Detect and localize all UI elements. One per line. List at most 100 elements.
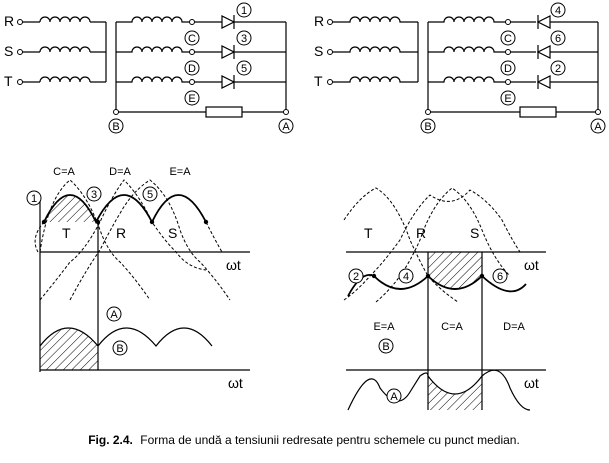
left-point-5-circle	[142, 186, 158, 202]
left-load-resistor	[205, 106, 243, 118]
left-node-c-label: C	[188, 33, 196, 45]
right-terminal-r	[327, 19, 333, 25]
left-terminal-s	[17, 49, 23, 55]
right-dashed-phase-s	[343, 189, 521, 301]
left-upper-axis-label: ωt	[226, 257, 241, 273]
left-phase-label-r: R	[4, 13, 14, 29]
left-phase-s-label: S	[168, 225, 177, 241]
left-secondary-coil-2	[116, 46, 222, 53]
right-commutation-dot-6	[479, 273, 485, 279]
left-terminal-r	[17, 19, 23, 25]
left-commutation-dot-3	[95, 219, 101, 225]
left-phase-t-label: T	[62, 225, 71, 241]
right-point-6-label: 6	[497, 271, 503, 283]
right-dashed-phase-t	[343, 187, 459, 303]
right-lower-hatched-area	[428, 376, 482, 410]
left-point-3-circle	[86, 186, 102, 202]
left-diode-5-circle	[236, 60, 252, 76]
left-point-1-circle	[26, 190, 42, 206]
right-equation-d-a: D=A	[503, 321, 525, 333]
right-phase-t-label: T	[364, 225, 373, 241]
right-point-2-circle	[348, 268, 364, 284]
left-rectified-envelope	[43, 194, 207, 225]
right-lower-a-label: A	[390, 391, 398, 403]
right-node-d-circle	[500, 60, 516, 76]
left-primary-coil-s	[22, 46, 106, 53]
right-equation-c-a: C=A	[441, 321, 463, 333]
left-dashed-phase-t	[34, 179, 151, 301]
left-node-point-top	[189, 19, 195, 25]
right-secondary-coil-2	[428, 46, 536, 53]
left-node-b-circle	[108, 118, 124, 134]
left-diode-5	[221, 75, 286, 89]
right-equation-e-a: E=A	[373, 321, 395, 333]
left-diode-5-label: 5	[241, 63, 247, 75]
right-lower-rectified-wave	[347, 369, 531, 411]
left-node-e-circle	[184, 90, 200, 106]
left-commutation-dot-5	[149, 219, 155, 225]
right-lower-a-circle	[386, 388, 402, 404]
right-node-c-circle	[500, 30, 516, 46]
right-lower-b-circle	[378, 338, 394, 354]
left-node-a-label: A	[282, 121, 290, 133]
left-secondary-coil-1	[116, 16, 222, 23]
left-equation-e-a: E=A	[169, 166, 191, 178]
left-waveform: 1 3 5 C=A D=A E=A T R S ωt A B ωt	[26, 166, 250, 391]
left-node-point-mid	[189, 49, 195, 55]
left-point-5-label: 5	[147, 189, 153, 201]
right-diode-2	[536, 75, 598, 89]
right-node-d-label: D	[504, 63, 512, 75]
right-primary-coil-t	[332, 76, 418, 83]
right-diode-2-circle	[550, 60, 566, 76]
left-lower-b-label: B	[116, 343, 123, 355]
right-lower-b-label: B	[382, 341, 389, 353]
left-phase-label-t: T	[4, 73, 13, 89]
right-dashed-phase-r	[375, 187, 511, 303]
left-diode-1-circle	[236, 2, 252, 18]
right-node-a-point	[595, 109, 601, 115]
right-phase-label-r: R	[314, 13, 324, 29]
left-commutation-dot-1	[41, 219, 47, 225]
left-point-1-label: 1	[31, 193, 37, 205]
left-terminal-t	[17, 79, 23, 85]
left-node-d-circle	[184, 60, 200, 76]
right-node-a-label: A	[594, 121, 602, 133]
left-diode-1	[221, 15, 286, 29]
right-phase-r-label: R	[416, 225, 426, 241]
right-upper-hatched-area	[428, 252, 482, 289]
left-phase-r-label: R	[116, 225, 126, 241]
left-diode-3	[221, 45, 286, 59]
right-commutation-dot-4	[425, 273, 431, 279]
right-node-point-top	[505, 19, 511, 25]
left-node-c-circle	[184, 30, 200, 46]
left-dashed-phase-r	[69, 179, 231, 301]
right-terminal-t	[327, 79, 333, 85]
figure-caption: Fig. 2.4. Forma de undă a tensiunii redr…	[88, 433, 520, 447]
right-diode-6-circle	[550, 30, 566, 46]
right-diode-2-label: 2	[555, 63, 561, 75]
right-upper-axis-label: ωt	[524, 257, 539, 273]
right-node-point-bot	[505, 79, 511, 85]
left-lower-a-label: A	[110, 309, 118, 321]
left-diode-3-circle	[236, 30, 252, 46]
left-point-3-label: 3	[91, 189, 97, 201]
right-node-point-mid	[505, 49, 511, 55]
right-node-e-label: E	[504, 93, 511, 105]
left-primary-coil-t	[22, 76, 106, 83]
left-phase-label-s: S	[4, 43, 13, 59]
left-node-d-label: D	[188, 63, 196, 75]
left-lower-b-circle	[112, 340, 128, 356]
caption-text: Forma de undă a tensiunii redresate pent…	[140, 433, 520, 447]
left-equation-d-a: D=A	[109, 166, 131, 178]
left-lower-a-circle	[106, 306, 122, 322]
right-point-2-label: 2	[353, 271, 359, 283]
right-point-6-circle	[492, 268, 508, 284]
right-secondary-coil-1	[428, 16, 536, 23]
left-node-a-circle	[278, 118, 294, 134]
right-phase-s-label: S	[470, 225, 479, 241]
right-node-b-label: B	[424, 121, 431, 133]
right-diode-4-circle	[550, 2, 566, 18]
left-primary-coil-r	[22, 16, 106, 23]
right-primary-coil-r	[332, 16, 418, 23]
